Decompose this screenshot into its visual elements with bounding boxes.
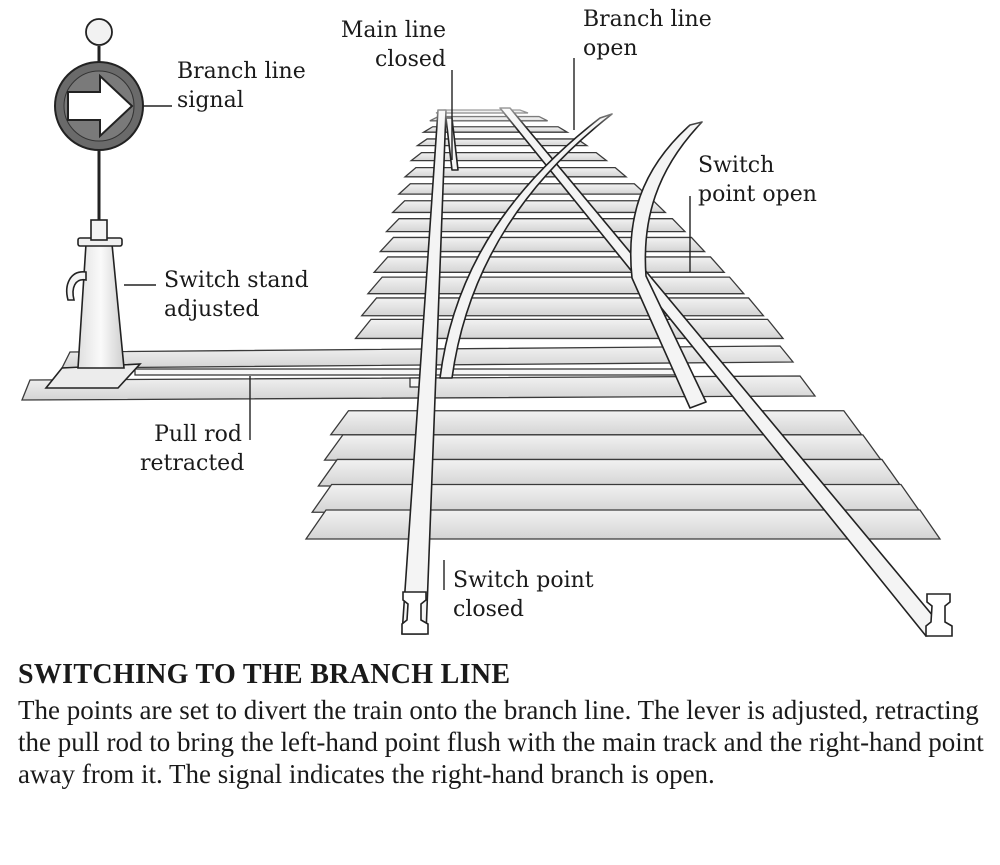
label-line: closed	[453, 597, 524, 622]
caption-body: The points are set to divert the train o…	[18, 695, 984, 789]
switch-lever-icon	[66, 271, 87, 301]
signal-lamp-icon	[85, 18, 113, 46]
switch-stand	[44, 46, 142, 389]
right-arrow-icon	[67, 73, 134, 139]
label-pull-rod-retracted: Pull rod retracted	[140, 420, 245, 478]
label-main-line-closed: Main line closed	[337, 16, 446, 74]
label-branch-line-open: Branch line open	[583, 5, 712, 63]
label-branch-line-signal: Branch line signal	[177, 57, 306, 115]
label-line: point open	[698, 182, 817, 207]
label-switch-point-closed: Switch point closed	[453, 566, 594, 624]
railroad-tie	[360, 297, 765, 317]
label-line: Switch point	[453, 568, 594, 593]
label-line: adjusted	[164, 297, 260, 322]
railroad-tie	[329, 410, 863, 436]
label-line: open	[583, 36, 638, 61]
label-line: Switch	[698, 153, 775, 178]
label-line: retracted	[140, 451, 245, 476]
rail-end-profiles	[401, 591, 953, 637]
label-line: signal	[177, 88, 244, 113]
label-line: Main line	[340, 18, 446, 43]
caption-title: SWITCHING TO THE BRANCH LINE	[18, 659, 511, 690]
leader-lines	[124, 58, 691, 590]
railroad-tie	[354, 318, 785, 340]
railroad-tie	[304, 509, 942, 540]
railroad-tie	[366, 276, 746, 295]
branch-signal	[54, 18, 144, 151]
label-switch-stand-adjusted: Switch stand adjusted	[164, 266, 309, 324]
railroad-tie	[391, 200, 667, 214]
caption: SWITCHING TO THE BRANCH LINE The points …	[18, 658, 988, 790]
label-switch-point-open: Switch point open	[698, 151, 817, 209]
label-line: Pull rod	[154, 422, 242, 447]
distance-fade	[380, 90, 780, 130]
label-line: Branch line	[583, 7, 712, 32]
railroad-ties	[304, 109, 942, 540]
railroad-switch-illustration	[21, 18, 953, 637]
label-line: closed	[375, 47, 446, 72]
label-line: Switch stand	[164, 268, 309, 293]
label-line: Branch line	[177, 59, 306, 84]
